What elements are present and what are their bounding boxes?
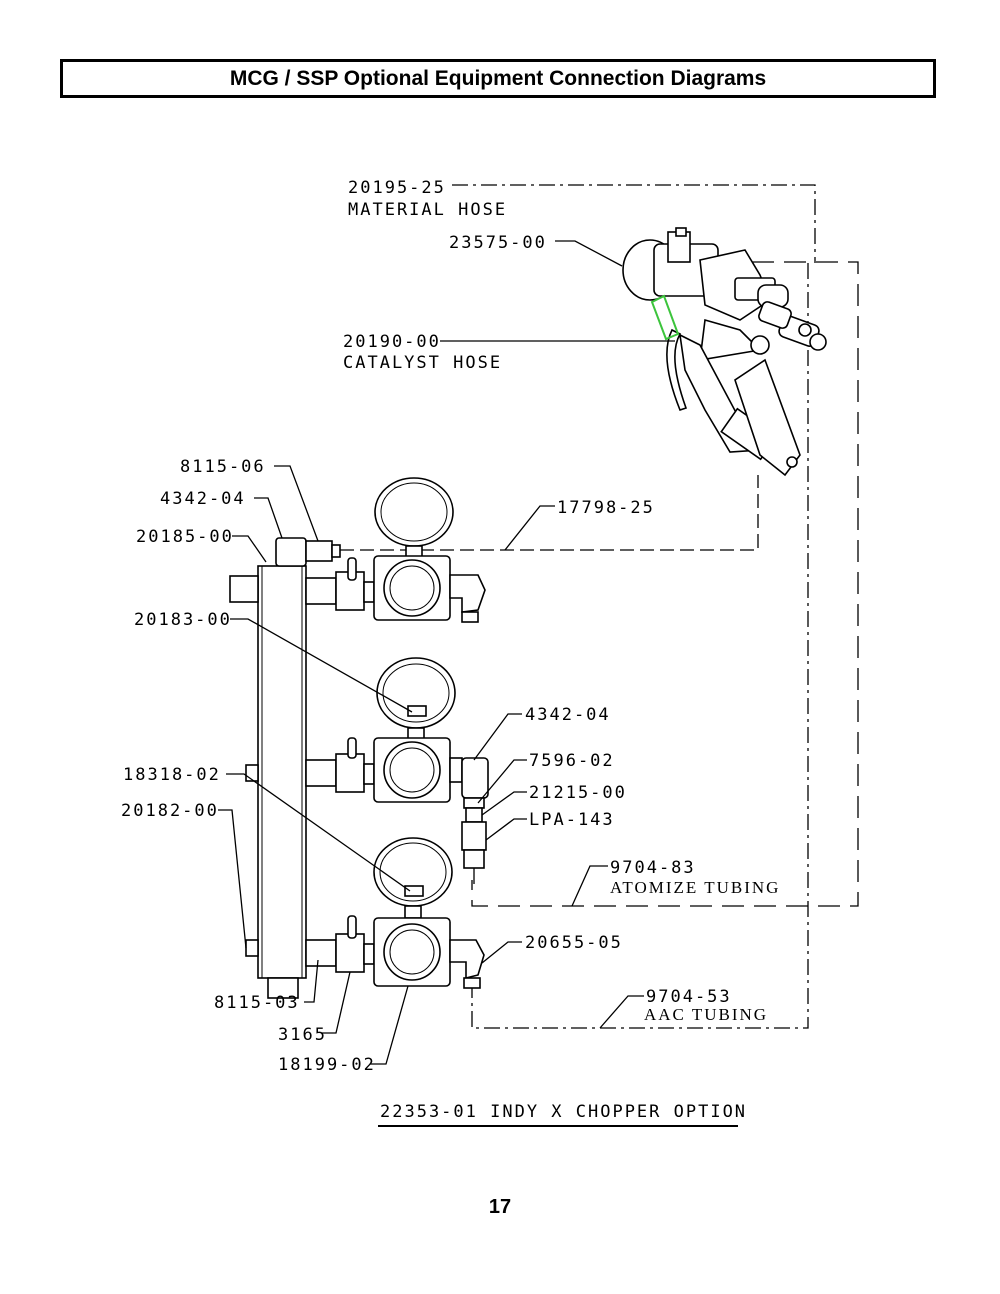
top-fittings <box>275 537 341 567</box>
label-9704-53-name: AAC TUBING <box>644 1005 768 1024</box>
label-20655-05: 20655-05 <box>525 933 623 953</box>
label-9704-83-part: 9704-83 <box>610 858 696 878</box>
label-20183-00: 20183-00 <box>134 610 232 630</box>
label-18318-02: 18318-02 <box>123 765 221 785</box>
catalyst-inlet-highlight <box>650 294 680 341</box>
label-gun-part: 23575-00 <box>449 233 547 253</box>
label-17798-25: 17798-25 <box>557 498 655 518</box>
label-3165: 3165 <box>278 1025 327 1045</box>
hose-17798-line <box>340 475 759 551</box>
label-20185-00: 20185-00 <box>136 527 234 547</box>
label-material-hose-part: 20195-25 <box>348 178 446 198</box>
regulator-row-1 <box>305 477 486 623</box>
label-7596-02: 7596-02 <box>529 751 615 771</box>
regulator-row-3 <box>305 837 485 989</box>
label-20182-00: 20182-00 <box>121 801 219 821</box>
label-catalyst-hose-name: CATALYST HOSE <box>343 353 502 373</box>
label-21215-00: 21215-00 <box>529 783 627 803</box>
aac-tubing-line <box>471 263 809 1029</box>
page-title: MCG / SSP Optional Equipment Connection … <box>229 66 767 90</box>
atomize-tubing-line <box>471 261 859 907</box>
label-catalyst-hose-part: 20190-00 <box>343 332 441 352</box>
page-header-box: MCG / SSP Optional Equipment Connection … <box>60 59 936 98</box>
spray-gun <box>622 227 827 477</box>
label-18199-02: 18199-02 <box>278 1055 376 1075</box>
material-hose-line <box>452 184 816 263</box>
label-material-hose-name: MATERIAL HOSE <box>348 200 507 220</box>
assembly-title: 22353-01 INDY X CHOPPER OPTION <box>380 1102 747 1122</box>
regulator-row-2 <box>305 657 489 884</box>
label-9704-83-name: ATOMIZE TUBING <box>610 878 780 897</box>
page-number: 17 <box>488 1196 512 1218</box>
label-8115-03: 8115-03 <box>214 993 300 1013</box>
label-4342-04-mid: 4342-04 <box>525 705 611 725</box>
label-9704-53-part: 9704-53 <box>646 987 732 1007</box>
label-4342-04-top: 4342-04 <box>160 489 246 509</box>
leader-lines <box>218 240 675 1065</box>
label-8115-06: 8115-06 <box>180 457 266 477</box>
label-lpa-143: LPA-143 <box>529 810 615 830</box>
